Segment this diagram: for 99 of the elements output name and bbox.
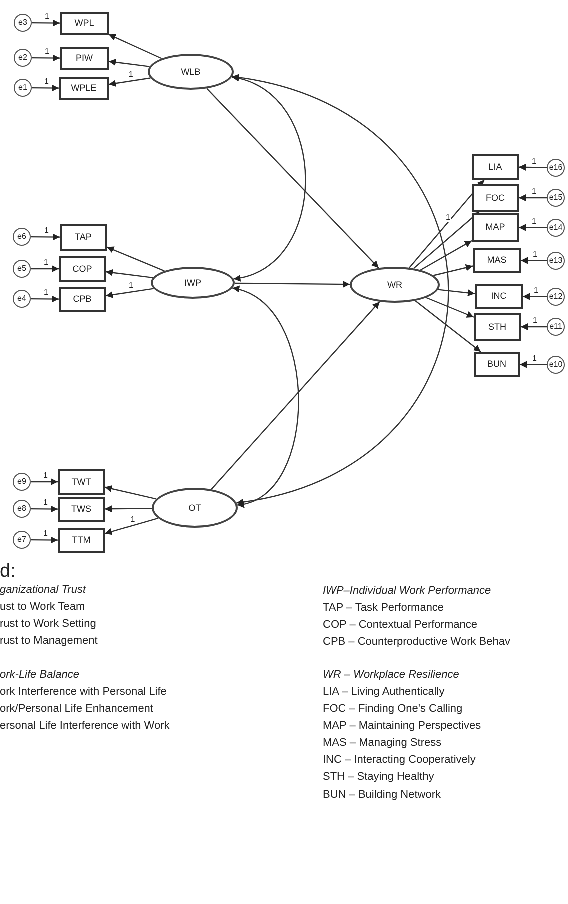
legend-heading: d: xyxy=(0,562,16,582)
edge-label: 1 xyxy=(44,12,50,22)
arrow xyxy=(523,293,547,300)
legend-entry: WR – Workplace Resilience xyxy=(323,668,460,682)
edge-label: 1 xyxy=(43,77,50,86)
edge-label: 1 xyxy=(42,498,49,508)
edge-label: 1 xyxy=(43,258,50,267)
legend-entry: rust to Management xyxy=(0,634,98,648)
edge-label: 1 xyxy=(43,226,50,236)
arrow xyxy=(106,269,154,279)
legend-entry: INC – Interacting Cooperatively xyxy=(323,753,476,767)
covariance-arrow xyxy=(232,76,306,281)
indicator-box: CPB xyxy=(59,287,106,312)
indicator-box: STH xyxy=(474,313,521,341)
edge-label: 1 xyxy=(42,471,49,480)
arrow xyxy=(31,478,58,486)
arrow xyxy=(518,164,548,171)
arrow xyxy=(409,180,485,268)
arrow xyxy=(438,289,476,297)
arrow xyxy=(521,257,547,264)
indicator-box: FOC xyxy=(472,184,519,212)
edge-label: 1 xyxy=(531,216,538,226)
indicator-box: COP xyxy=(59,256,106,282)
edge-label: 1 xyxy=(128,281,134,290)
arrow xyxy=(32,84,59,92)
arrow xyxy=(31,296,59,303)
arrow xyxy=(31,506,58,513)
edge-label: 1 xyxy=(444,212,452,222)
legend-entry: CPB – Counterproductive Work Behav xyxy=(323,635,510,649)
arrow xyxy=(206,88,380,269)
edge-label: 1 xyxy=(42,529,49,538)
arrow xyxy=(420,240,472,271)
latent-variable-ellipse: WLB xyxy=(148,54,234,90)
legend-entry: ust to Work Team xyxy=(0,600,86,614)
edge-label: 1 xyxy=(128,70,134,80)
covariance-arrow xyxy=(232,287,300,507)
indicator-box: BUN xyxy=(474,352,520,377)
arrow xyxy=(521,324,547,330)
indicator-box: INC xyxy=(475,284,523,309)
indicator-box: TWS xyxy=(58,497,105,522)
latent-variable-ellipse: IWP xyxy=(151,267,235,299)
arrow xyxy=(108,34,162,60)
arrow xyxy=(105,506,152,513)
indicator-box: TAP xyxy=(60,224,107,251)
arrow xyxy=(106,246,165,272)
legend-entry: LIA – Living Authentically xyxy=(323,685,445,699)
covariance-arrow xyxy=(232,74,449,505)
edge-label: 1 xyxy=(532,354,538,363)
indicator-box: TTM xyxy=(58,528,105,553)
legend-entry: BUN – Building Network xyxy=(323,788,441,802)
edge-label: 1 xyxy=(531,156,538,166)
arrow xyxy=(104,486,157,500)
arrow xyxy=(234,280,350,288)
arrow xyxy=(31,234,60,241)
edge-label: 1 xyxy=(44,47,50,56)
arrow xyxy=(32,54,60,62)
legend-entry: MAS – Managing Stress xyxy=(323,736,442,750)
legend-entry: ersonal Life Interference with Work xyxy=(0,719,170,733)
arrow xyxy=(413,212,480,270)
legend-entry: TAP – Task Performance xyxy=(323,601,444,615)
legend-entry: rust to Work Setting xyxy=(0,617,96,631)
indicator-box: MAP xyxy=(472,213,519,242)
legend-entry: ork/Personal Life Enhancement xyxy=(0,702,154,716)
indicator-box: WPL xyxy=(60,12,109,35)
arrow xyxy=(520,361,547,368)
arrow xyxy=(519,224,547,232)
arrow xyxy=(108,59,150,68)
arrow xyxy=(433,264,474,276)
indicator-box: TWT xyxy=(58,469,105,495)
arrow xyxy=(104,518,159,536)
legend-entry: ork Interference with Personal Life xyxy=(0,685,167,699)
indicator-box: MAS xyxy=(473,248,521,273)
legend-entry: STH – Staying Healthy xyxy=(323,770,434,784)
arrow xyxy=(31,266,59,272)
legend-entry: FOC – Finding One's Calling xyxy=(323,702,463,716)
latent-variable-ellipse: WR xyxy=(350,267,440,303)
latent-variable-ellipse: OT xyxy=(152,488,238,528)
legend-entry: ganizational Trust xyxy=(0,583,86,597)
arrow xyxy=(31,536,58,544)
arrow xyxy=(519,194,547,202)
arrow xyxy=(426,297,474,318)
legend-entry: MAP – Maintaining Perspectives xyxy=(323,719,482,733)
edge-label: 1 xyxy=(533,286,540,295)
edge-label: 1 xyxy=(532,316,538,325)
legend-entry: IWP–Individual Work Performance xyxy=(323,584,492,598)
arrow xyxy=(108,78,151,88)
indicator-box: WPLE xyxy=(59,77,109,100)
indicator-box: LIA xyxy=(472,154,519,180)
indicator-box: PIW xyxy=(60,47,109,70)
edge-label: 1 xyxy=(532,250,538,259)
arrow xyxy=(415,300,482,352)
arrow xyxy=(106,288,154,298)
legend-entry: COP – Contextual Performance xyxy=(323,618,478,632)
edge-label: 1 xyxy=(42,288,50,298)
edge-label: 1 xyxy=(531,187,538,196)
arrow xyxy=(211,302,380,490)
edge-label: 1 xyxy=(130,515,136,524)
legend-entry: ork-Life Balance xyxy=(0,668,80,682)
arrow xyxy=(32,20,60,27)
